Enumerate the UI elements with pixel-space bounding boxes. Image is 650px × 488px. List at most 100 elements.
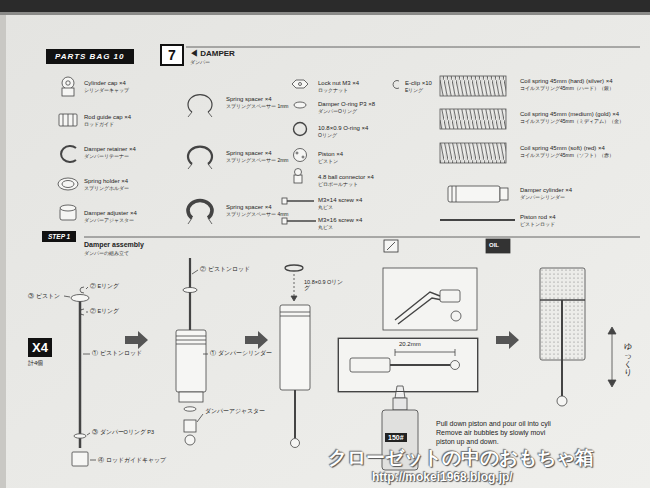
filled-damper — [561, 300, 563, 396]
parts-icons — [292, 80, 308, 88]
part-name: Spring spacer ×4 — [226, 150, 272, 157]
cylinder-assembly — [179, 392, 203, 402]
parts-icons — [299, 83, 302, 86]
quantity-badge-text: X4 — [28, 338, 52, 357]
part-name-jp: スプリングスペーサー 2mm — [226, 158, 289, 164]
parts-icons — [62, 181, 74, 188]
part-name-jp: ダンパーリテーナー — [84, 154, 129, 160]
part-name: Coil spring 45mm (soft) (red) ×4 — [520, 145, 605, 152]
parts-icons — [188, 147, 212, 164]
part-name: Damper cylinder ×4 — [520, 187, 572, 194]
parts-icons — [393, 81, 399, 89]
callout: ② ピストンロッド — [200, 266, 250, 272]
piston-assembly — [64, 296, 70, 297]
parts-icons — [59, 114, 77, 126]
instruction-text: Pull down piston and pour oil into cyli — [436, 420, 551, 428]
step-rule — [84, 237, 640, 238]
piston-assembly — [80, 309, 84, 315]
part-name-jp: スプリングスペーサー 4mm — [226, 212, 289, 218]
cylinder-assembly — [184, 420, 196, 432]
part-name-jp: Eリング — [405, 88, 423, 94]
cylinder-assembly — [203, 354, 208, 355]
oil-bottle — [395, 386, 405, 398]
parts-icons — [58, 76, 515, 224]
part-name-jp: コイルスプリング45mm（ミディアム）（金） — [520, 119, 624, 125]
oring-assembly — [280, 305, 310, 390]
parts-icons — [61, 146, 76, 162]
cylinder-assembly — [184, 407, 196, 411]
cylinder-assembly — [197, 414, 203, 422]
part-name-jp: ロッドガイド — [84, 122, 114, 128]
piston-assembly — [79, 300, 82, 448]
icon-text: OIL — [489, 242, 499, 249]
step-icons — [486, 239, 510, 253]
part-name-jp: シリンダーキャップ — [84, 88, 129, 94]
part-name: Damper O-ring P3 ×8 — [318, 101, 375, 108]
oring-assembly — [294, 390, 296, 438]
callout: ① ピストンロッド — [92, 350, 142, 356]
parts-icons — [294, 123, 307, 136]
part-name: 4.8 ball connector ×4 — [318, 174, 374, 181]
part-name: Spring spacer ×4 — [226, 96, 272, 103]
pliers-detail — [383, 268, 477, 330]
parts-icons — [452, 186, 453, 202]
watermark-url: http://mokei1968.blog.jp/ — [372, 471, 513, 484]
pliers-detail — [395, 292, 442, 324]
step-tag-text: STEP 1 — [48, 233, 70, 240]
step-rule — [84, 237, 640, 238]
length-detail — [350, 358, 390, 372]
oil-label-text: 150# — [388, 434, 404, 441]
parts-icons — [73, 114, 74, 126]
parts-icons — [448, 186, 500, 202]
part-name: M3×16 screw ×4 — [318, 217, 362, 224]
part-name-jp: ダンパーアジャスター — [84, 218, 134, 224]
parts-icons — [188, 95, 212, 112]
parts-icons — [296, 152, 298, 154]
cylinder-assembly — [189, 258, 191, 330]
length-detail — [338, 338, 478, 392]
step-icons — [384, 239, 510, 253]
parts-icons — [60, 205, 76, 211]
part-name: Coil spring 45mm (medium) (gold) ×4 — [520, 111, 619, 118]
callout: ③ ピストン — [28, 293, 60, 299]
callout: ダンパーアジャスター — [205, 408, 265, 414]
parts-icons — [66, 81, 70, 85]
callout: ③ ダンパーOリング P3 — [92, 429, 154, 435]
oil-label: 150# — [385, 433, 407, 442]
header-rule — [186, 47, 640, 48]
cylinder-assembly — [176, 258, 208, 445]
parts-icons — [456, 186, 457, 202]
parts-icons — [188, 164, 192, 169]
parts-icons — [500, 188, 508, 200]
step-icons — [387, 242, 395, 250]
oring-assembly — [280, 312, 310, 313]
parts-icons — [440, 109, 506, 129]
part-name-jp: ピストン — [318, 159, 338, 165]
parts-icons — [58, 178, 78, 190]
cylinder-assembly — [176, 330, 206, 392]
part-name: Spring holder ×4 — [84, 178, 128, 185]
cylinder-assembly — [192, 270, 198, 274]
cylinder-assembly — [176, 340, 206, 341]
watermark: クローゼットの中のおもちゃ箱 — [328, 448, 594, 469]
part-name-jp: スプリングホルダー — [84, 186, 129, 192]
length-detail — [338, 338, 478, 392]
part-name-jp: コイルスプリング45mm（ソフト）（赤） — [520, 153, 614, 159]
part-name-jp: 丸ビス — [318, 225, 333, 231]
piston-assembly — [87, 433, 90, 435]
parts-icons — [294, 149, 307, 162]
parts-icons — [208, 164, 212, 169]
parts-icons — [294, 102, 306, 108]
pliers-detail — [383, 268, 477, 330]
vertical-note: ゆっくり — [624, 343, 632, 378]
detail-inset-box: 20.2mm — [338, 338, 478, 392]
part-name: Damper retainer ×4 — [84, 146, 136, 153]
parts-icons — [286, 220, 316, 222]
detail-inset-box-text: 20.2mm — [399, 341, 421, 347]
oring-assembly — [294, 274, 295, 298]
callout: ① ダンパーシリンダー — [210, 350, 272, 356]
step-tag: STEP 1 — [42, 231, 76, 242]
parts-icons — [208, 218, 212, 224]
part-name-jp: Oリング — [318, 133, 337, 139]
parts-icons — [440, 76, 506, 96]
